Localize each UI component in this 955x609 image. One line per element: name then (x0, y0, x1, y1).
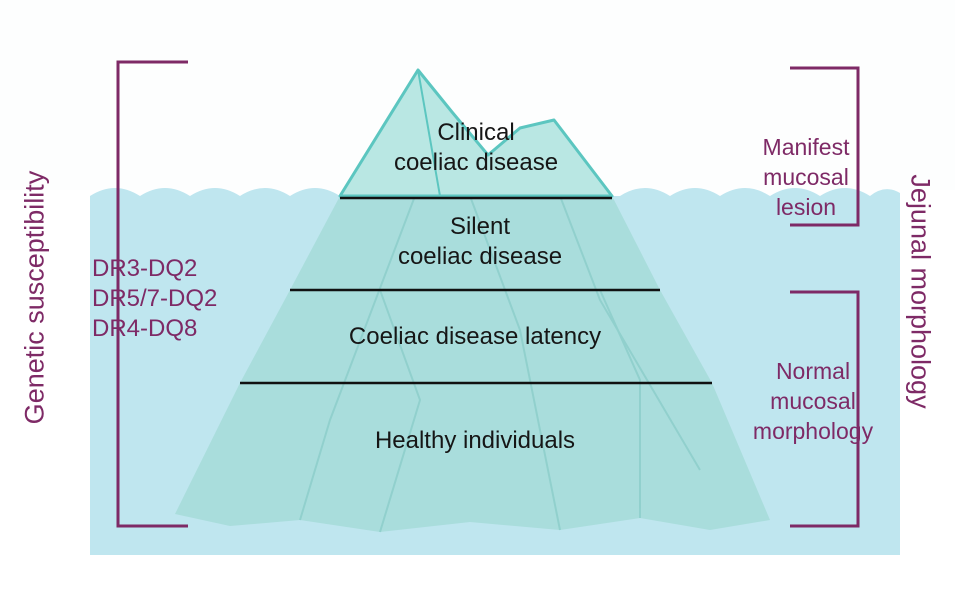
genotype-list: DR3-DQ2 DR5/7-DQ2 DR4-DQ8 (92, 254, 217, 344)
submerged-iceberg (175, 196, 770, 532)
manifest-line2: mucosal (763, 164, 849, 190)
ice-facets (299, 195, 701, 533)
normal-line1: Normal (775, 358, 851, 384)
manifest-lesion-label: Manifest mucosal lesion (722, 132, 890, 222)
normal-line3: morphology (752, 418, 874, 444)
genotype-item: DR5/7-DQ2 (92, 285, 218, 312)
jejunal-morphology-label: Jejunal morphology (905, 174, 936, 409)
tier-clinical-line2: coeliac disease (393, 149, 559, 176)
tier-label-healthy: Healthy individuals (260, 426, 690, 456)
iceberg-tip (338, 68, 614, 198)
manifest-line3: lesion (775, 194, 837, 220)
tier-healthy-text: Healthy individuals (374, 427, 576, 454)
tier-clinical-line1: Clinical (437, 119, 515, 146)
tier-silent-line2: coeliac disease (397, 243, 563, 270)
tier-label-latency: Coeliac disease latency (280, 322, 670, 352)
right-bracket-lower (790, 290, 860, 528)
tier-silent-line1: Silent (449, 213, 511, 240)
tier-latency-text: Coeliac disease latency (348, 323, 602, 350)
tier-label-silent: Silent coeliac disease (330, 212, 630, 272)
tier-label-clinical: Clinical coeliac disease (340, 118, 612, 178)
left-bracket (116, 60, 188, 528)
normal-line2: mucosal (770, 388, 856, 414)
genotype-item: DR4-DQ8 (92, 315, 198, 342)
tip-facet (417, 69, 441, 197)
right-bracket-upper (790, 66, 860, 227)
manifest-line1: Manifest (762, 134, 850, 160)
genotype-item: DR3-DQ2 (92, 255, 198, 282)
normal-morphology-label: Normal mucosal morphology (728, 356, 898, 446)
genetic-susceptibility-label: Genetic susceptibility (19, 170, 50, 425)
